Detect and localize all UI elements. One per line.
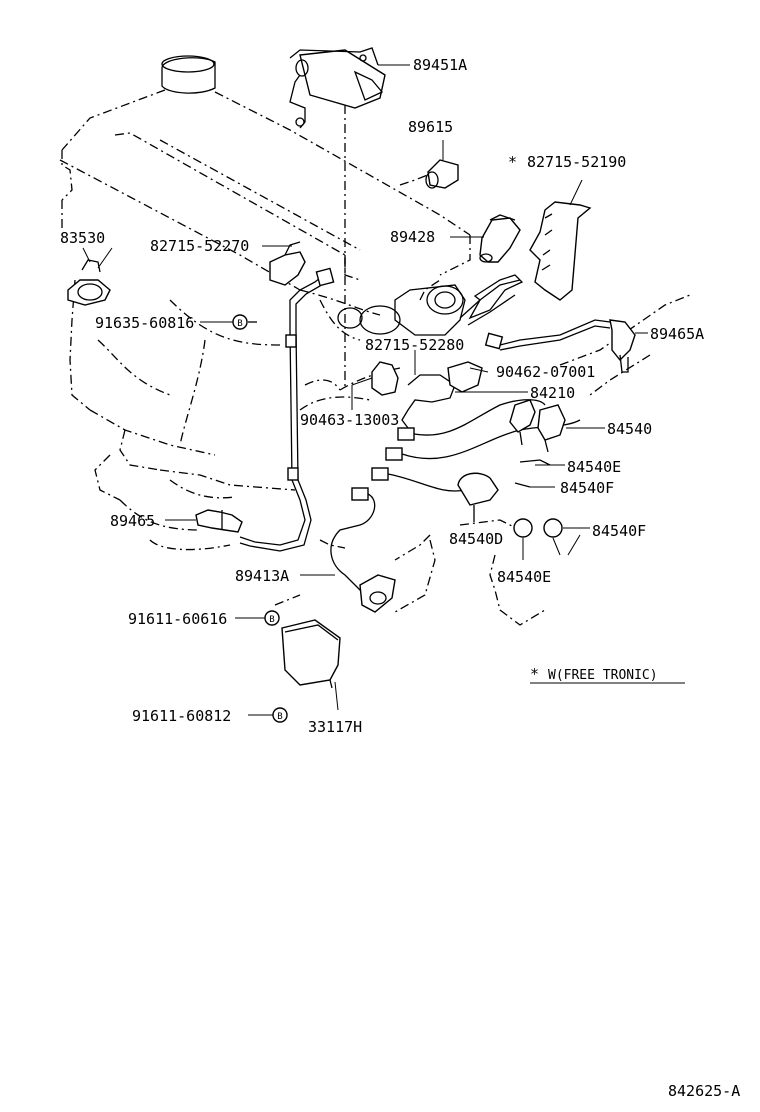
label-89451A: 89451A [413,56,467,74]
label-91635-60816: 91635-60816 [95,314,194,332]
switch-83530 [67,247,113,306]
bolt-mark: B [237,319,242,329]
label-90463-13003: 90463-13003 [300,411,399,429]
label-89428: 89428 [390,228,435,246]
bracket-82715-52190 [529,179,592,301]
label-91611-60812: 91611-60812 [132,707,231,725]
label-asterisk-2: * [530,665,539,683]
label-89465: 89465 [110,512,155,530]
label-84540F-2: 84540F [592,522,646,540]
label-note: W(FREE TRONIC) [548,668,658,683]
harness-left [239,267,335,552]
label-89615: 89615 [408,118,453,136]
oxygen-sensor-89465A [484,319,648,373]
label-84540E-1: 84540E [567,458,621,476]
label-82715-52190: 82715-52190 [527,153,626,171]
harness-84540 [330,399,605,613]
bolt-mark-2: B [269,615,274,625]
label-footer: 842625-A [668,1082,740,1100]
label-82715-52270: 82715-52270 [150,237,249,255]
vsv-89451A [289,47,410,129]
bolt-mark-3: B [277,712,282,722]
bolt-91611-60616: B [235,610,280,626]
label-asterisk-1: * [508,153,517,171]
label-91611-60616: 91611-60616 [128,610,227,628]
engine-block-outline [59,55,691,626]
part-labels: 89451A 89615 * 82715-52190 89428 83530 8… [60,56,740,1100]
label-84210: 84210 [530,384,575,402]
label-90462-07001: 90462-07001 [496,363,595,381]
bracket-82715-52270 [262,241,306,286]
sensor-89428 [450,214,521,263]
oxygen-sensor-89465 [165,509,243,533]
throttle-body [337,274,524,336]
label-33117H: 33117H [308,718,362,736]
igniter-33117H: B [248,594,341,723]
label-89413A: 89413A [235,567,289,585]
label-89465A: 89465A [650,325,704,343]
label-84540: 84540 [607,420,652,438]
label-84540F-1: 84540F [560,479,614,497]
label-82715-52280: 82715-52280 [365,336,464,354]
label-84540E-2: 84540E [497,568,551,586]
label-83530: 83530 [60,229,105,247]
label-84540D: 84540D [449,530,503,548]
bolt-91635-60816: B [200,314,258,330]
sensor-89615 [425,140,459,189]
bracket-84210-area [344,105,528,429]
